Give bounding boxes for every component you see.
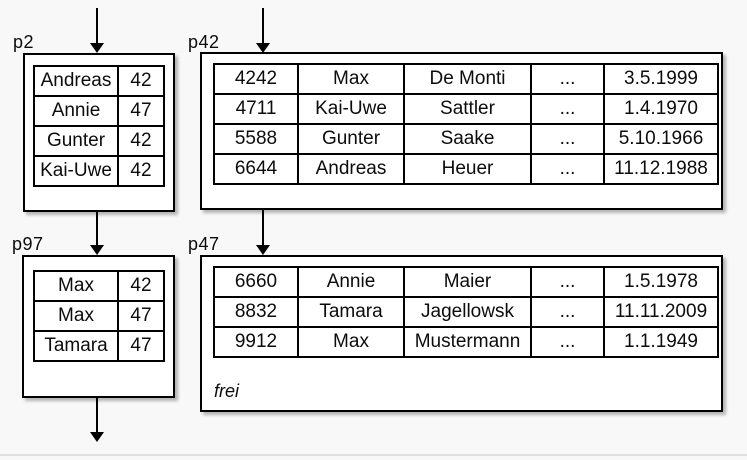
- table-cell: Maier: [403, 266, 532, 298]
- table-cell: ...: [530, 93, 605, 125]
- table-cell: 1.5.1978: [603, 266, 719, 298]
- table-cell: Saake: [403, 123, 532, 155]
- table-row: Annie 47: [33, 95, 165, 127]
- table-cell: 4242: [213, 63, 299, 95]
- table-cell: 1.4.1970: [603, 93, 719, 125]
- arrow-p42-to-p47: [256, 210, 270, 255]
- table-row: Max 47: [33, 300, 165, 332]
- table-cell: 8832: [213, 296, 299, 328]
- table-cell: Jagellowsk: [403, 296, 532, 328]
- page-table-p42: 4242 Max De Monti ... 3.5.1999 4711 Kai-…: [213, 63, 719, 185]
- arrow-shaft: [96, 8, 98, 44]
- free-space-label: frei: [214, 381, 240, 401]
- table-cell: De Monti: [403, 63, 532, 95]
- page-box-p42: 4242 Max De Monti ... 3.5.1999 4711 Kai-…: [200, 52, 723, 210]
- page-table-p97: Max 42 Max 47 Tamara 47: [33, 270, 165, 362]
- table-cell: Max: [297, 326, 405, 358]
- table-cell: 47: [117, 95, 165, 127]
- arrow-shaft: [262, 8, 264, 44]
- table-cell: ...: [530, 296, 605, 328]
- arrow-head-icon: [256, 43, 270, 53]
- arrow-head-icon: [90, 43, 104, 53]
- table-cell: ...: [530, 63, 605, 95]
- table-cell: Andreas: [33, 65, 119, 97]
- table-cell: 5.10.1966: [603, 123, 719, 155]
- table-cell: Heuer: [403, 153, 532, 185]
- table-row: 6644 Andreas Heuer ... 11.12.1988: [213, 153, 719, 185]
- table-cell: 6660: [213, 266, 299, 298]
- table-row: 9912 Max Mustermann ... 1.1.1949: [213, 326, 719, 358]
- table-cell: Annie: [297, 266, 405, 298]
- table-cell: 9912: [213, 326, 299, 358]
- table-row: 8832 Tamara Jagellowsk ... 11.11.2009: [213, 296, 719, 328]
- table-cell: Sattler: [403, 93, 532, 125]
- table-cell: 47: [117, 300, 165, 332]
- table-cell: 3.5.1999: [603, 63, 719, 95]
- arrow-into-p42: [256, 8, 270, 53]
- table-row: 6660 Annie Maier ... 1.5.1978: [213, 266, 719, 298]
- arrow-shaft: [96, 212, 98, 246]
- arrow-shaft: [96, 398, 98, 433]
- arrow-into-p2: [90, 8, 104, 53]
- page-label-p47: p47: [188, 234, 220, 254]
- table-cell: 1.1.1949: [603, 326, 719, 358]
- table-cell: 11.11.2009: [603, 296, 719, 328]
- table-row: Kai-Uwe 42: [33, 155, 165, 187]
- table-cell: Max: [297, 63, 405, 95]
- table-row: Max 42: [33, 270, 165, 302]
- arrow-head-icon: [90, 245, 104, 255]
- page-box-p97: Max 42 Max 47 Tamara 47: [22, 255, 175, 398]
- bottom-divider: [0, 454, 747, 456]
- table-cell: Gunter: [297, 123, 405, 155]
- table-row: Andreas 42: [33, 65, 165, 97]
- table-cell: 5588: [213, 123, 299, 155]
- table-cell: 4711: [213, 93, 299, 125]
- table-cell: Tamara: [297, 296, 405, 328]
- table-cell: ...: [530, 153, 605, 185]
- table-cell: Gunter: [33, 125, 119, 157]
- table-cell: 11.12.1988: [603, 153, 719, 185]
- arrow-out-of-p97: [90, 398, 104, 442]
- table-cell: Tamara: [33, 330, 119, 362]
- table-cell: 6644: [213, 153, 299, 185]
- page-table-p2: Andreas 42 Annie 47 Gunter 42 Kai-Uwe 42: [33, 65, 165, 187]
- arrow-shaft: [262, 210, 264, 246]
- table-cell: Max: [33, 270, 119, 302]
- table-cell: Kai-Uwe: [33, 155, 119, 187]
- table-cell: ...: [530, 266, 605, 298]
- table-cell: Andreas: [297, 153, 405, 185]
- table-row: 4242 Max De Monti ... 3.5.1999: [213, 63, 719, 95]
- page-label-p2: p2: [13, 32, 35, 52]
- table-cell: 42: [117, 65, 165, 97]
- page-box-p2: Andreas 42 Annie 47 Gunter 42 Kai-Uwe 42: [23, 53, 175, 212]
- page-label-p42: p42: [188, 32, 220, 52]
- arrow-head-icon: [90, 432, 104, 442]
- table-cell: ...: [530, 326, 605, 358]
- table-row: Tamara 47: [33, 330, 165, 362]
- table-cell: 42: [117, 155, 165, 187]
- arrow-head-icon: [256, 245, 270, 255]
- table-cell: Mustermann: [403, 326, 532, 358]
- table-cell: Max: [33, 300, 119, 332]
- table-row: 4711 Kai-Uwe Sattler ... 1.4.1970: [213, 93, 719, 125]
- page-table-p47: 6660 Annie Maier ... 1.5.1978 8832 Tamar…: [213, 266, 719, 358]
- table-row: 5588 Gunter Saake ... 5.10.1966: [213, 123, 719, 155]
- arrow-p2-to-p97: [90, 212, 104, 255]
- table-cell: 42: [117, 125, 165, 157]
- page-box-p47: 6660 Annie Maier ... 1.5.1978 8832 Tamar…: [200, 255, 723, 412]
- table-cell: Kai-Uwe: [297, 93, 405, 125]
- table-cell: ...: [530, 123, 605, 155]
- page-label-p97: p97: [12, 234, 44, 254]
- table-cell: 42: [117, 270, 165, 302]
- table-row: Gunter 42: [33, 125, 165, 157]
- table-cell: Annie: [33, 95, 119, 127]
- table-cell: 47: [117, 330, 165, 362]
